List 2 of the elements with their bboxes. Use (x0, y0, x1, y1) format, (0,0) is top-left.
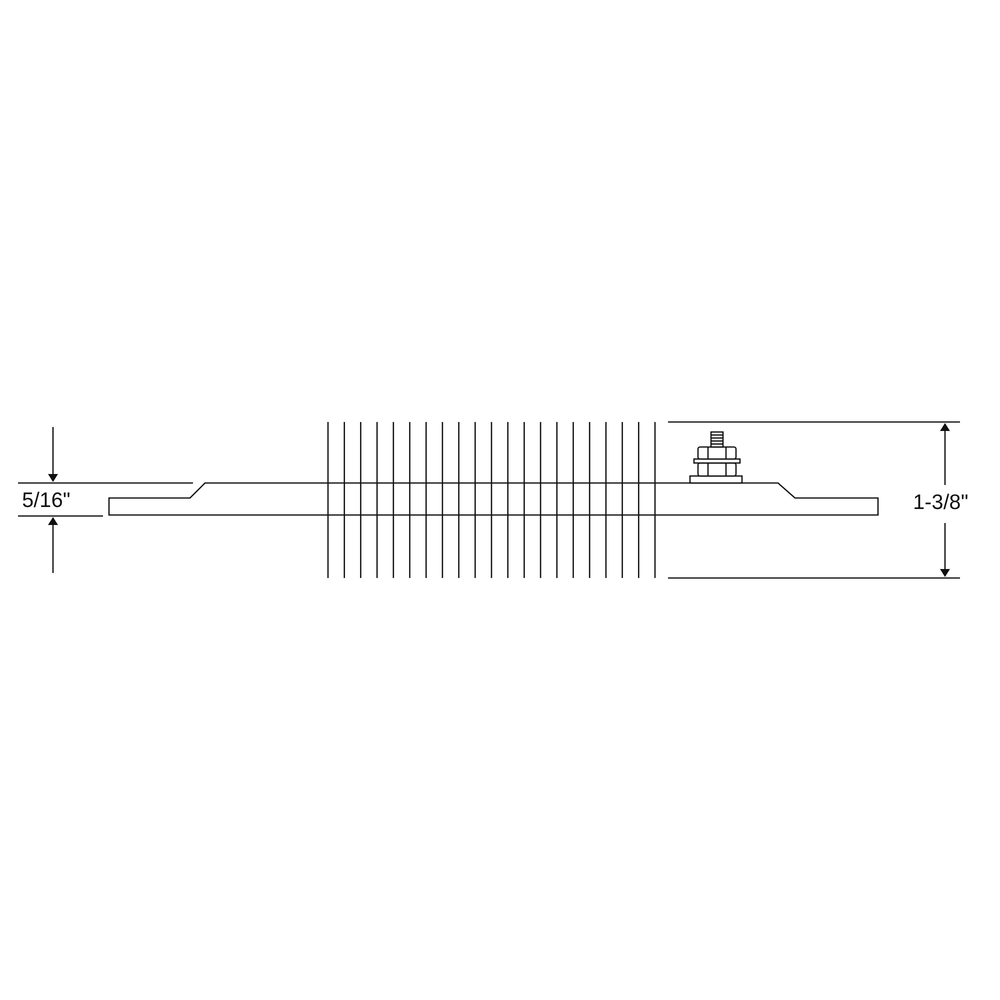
dimension-label: 1-3/8" (913, 492, 968, 513)
dimension-label: 5/16" (22, 490, 70, 511)
